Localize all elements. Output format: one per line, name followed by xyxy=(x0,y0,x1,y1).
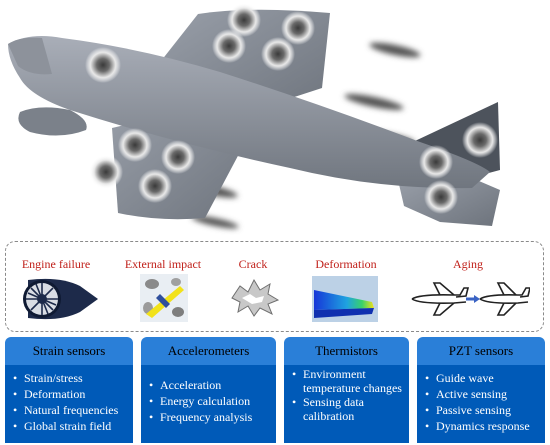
sensor-title: Strain sensors xyxy=(5,337,133,365)
list-item: Global strain field xyxy=(13,418,129,434)
list-item: Natural frequencies xyxy=(13,402,129,418)
sensor-title: Accelerometers xyxy=(141,337,276,365)
sensor-column-strain: Strain sensors Strain/stress Deformation… xyxy=(5,337,133,443)
sensor-title: Thermistors xyxy=(284,337,409,365)
list-item: Acceleration xyxy=(149,377,272,393)
list-item: Deformation xyxy=(13,386,129,402)
fuselage xyxy=(8,36,490,189)
sensor-list: Guide wave Active sensing Passive sensin… xyxy=(417,365,545,443)
fault-label-crack: Crack xyxy=(238,257,268,271)
sensor-title: PZT sensors xyxy=(417,337,545,365)
list-item: Guide wave xyxy=(425,370,541,386)
deformation-map-icon xyxy=(312,276,378,322)
sensor-column-thermistors: Thermistors Environment temperature chan… xyxy=(284,337,409,443)
list-item: Frequency analysis xyxy=(149,409,272,425)
nose-cowl xyxy=(8,37,52,75)
sensor-list: Environment temperature changes Sensing … xyxy=(284,365,409,443)
crack-icon xyxy=(231,278,280,317)
list-item: Active sensing xyxy=(425,386,541,402)
sensor-list: Strain/stress Deformation Natural freque… xyxy=(5,365,133,443)
sensor-column-pzt: PZT sensors Guide wave Active sensing Pa… xyxy=(417,337,545,443)
list-item: Sensing data calibration xyxy=(292,395,405,423)
list-item: Environment temperature changes xyxy=(292,367,405,395)
fault-label-engine-failure: Engine failure xyxy=(21,257,91,271)
fault-label-aging: Aging xyxy=(453,257,483,271)
engine-pod xyxy=(18,107,87,136)
jet-engine-icon xyxy=(23,278,98,320)
fault-panel xyxy=(5,241,544,332)
list-item: Dynamics response xyxy=(425,418,541,434)
fault-label-external-impact: External impact xyxy=(124,257,202,271)
aircraft-aging-icon xyxy=(411,282,530,316)
sensor-list: Acceleration Energy calculation Frequenc… xyxy=(141,365,276,443)
fault-label-deformation: Deformation xyxy=(315,257,377,271)
list-item: Passive sensing xyxy=(425,402,541,418)
impact-debris-icon xyxy=(140,274,188,322)
sensor-spots xyxy=(85,3,498,214)
sensor-column-accelerometers: Accelerometers Acceleration Energy calcu… xyxy=(141,337,276,443)
list-item: Energy calculation xyxy=(149,393,272,409)
list-item: Strain/stress xyxy=(13,370,129,386)
